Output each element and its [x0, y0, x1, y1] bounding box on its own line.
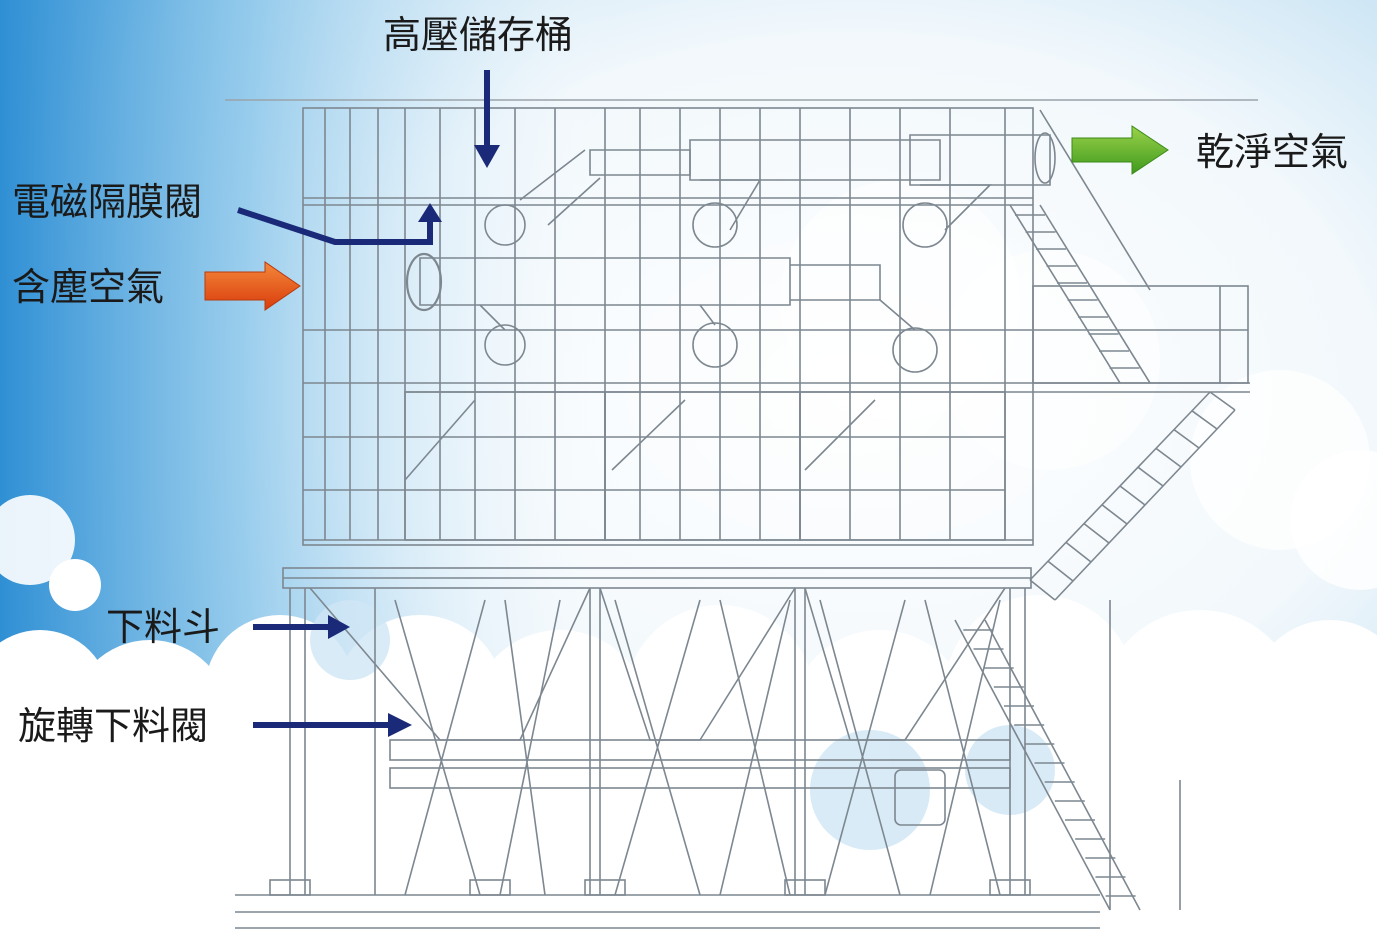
- pressure-tank-arrow: [474, 70, 500, 168]
- dusty-air-arrow: [204, 261, 301, 311]
- hopper-arrow: [253, 615, 350, 639]
- label-rotary-valve: 旋轉下料閥: [18, 704, 209, 748]
- clouds: [0, 180, 1377, 929]
- label-dusty-air: 含塵空氣: [12, 265, 165, 309]
- baghouse-structure: [225, 99, 1258, 929]
- label-pressure-tank: 高壓儲存桶: [383, 13, 574, 57]
- rotary-valve-arrow: [253, 713, 412, 737]
- solenoid-valve-arrow: [237, 203, 442, 245]
- clean-air-arrow: [1071, 125, 1169, 175]
- label-solenoid-valve: 電磁隔膜閥: [12, 180, 203, 224]
- label-clean-air: 乾淨空氣: [1196, 130, 1349, 174]
- green-right-arrow-icon: [1071, 125, 1169, 175]
- label-hopper: 下料斗: [106, 605, 221, 649]
- orange-right-arrow-icon: [204, 261, 301, 311]
